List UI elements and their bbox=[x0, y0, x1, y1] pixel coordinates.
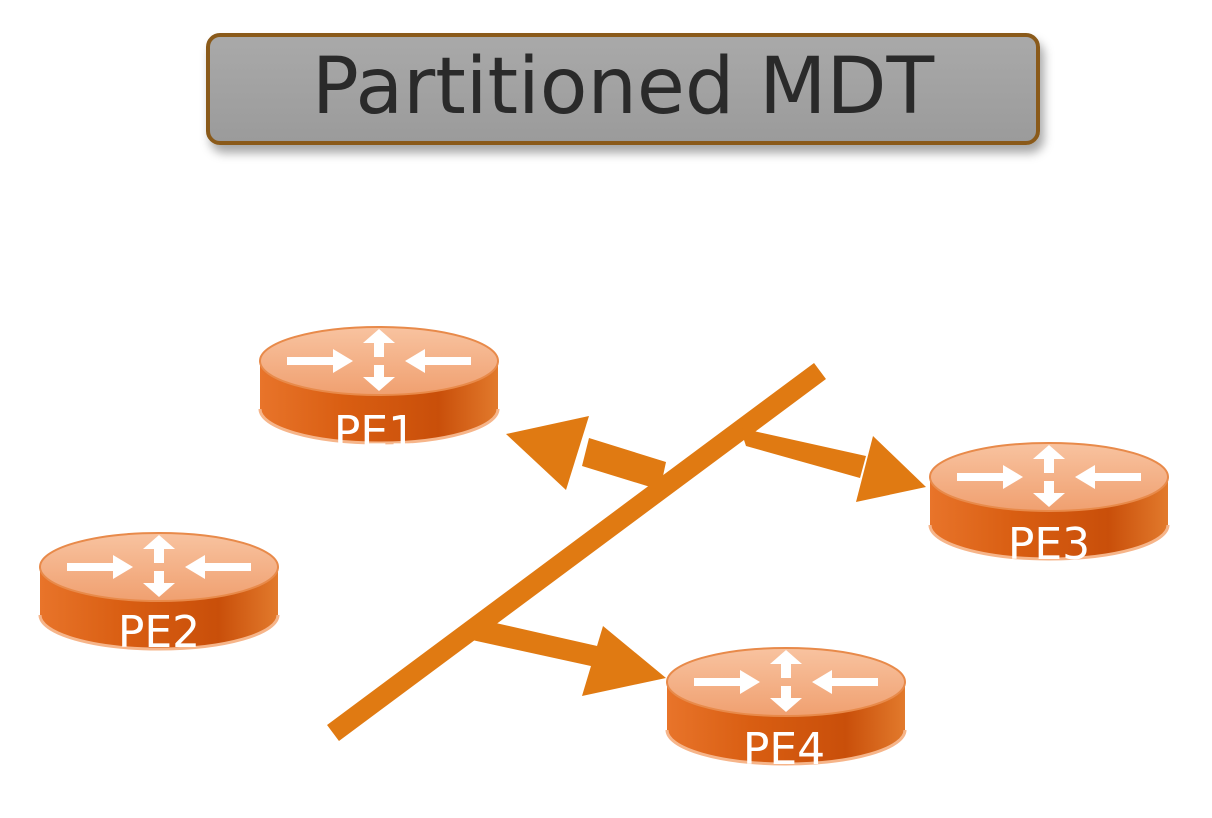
router-pe2: PE2 bbox=[38, 531, 280, 658]
arrow-to-pe4 bbox=[472, 619, 666, 696]
arrow-to-pe3 bbox=[740, 428, 926, 502]
router-label-pe2: PE2 bbox=[118, 607, 200, 658]
mdt-trunk-line bbox=[327, 362, 826, 742]
router-label-pe1: PE1 bbox=[334, 407, 416, 458]
router-pe3: PE3 bbox=[928, 441, 1170, 570]
router-label-pe3: PE3 bbox=[1008, 519, 1090, 570]
router-pe1: PE1 bbox=[258, 325, 500, 458]
diagram-title: Partitioned MDT bbox=[311, 42, 935, 132]
router-label-pe4: PE4 bbox=[743, 724, 825, 775]
title-box: Partitioned MDT bbox=[206, 33, 1040, 145]
router-pe4: PE4 bbox=[665, 646, 907, 775]
arrow-to-pe1 bbox=[506, 416, 666, 490]
